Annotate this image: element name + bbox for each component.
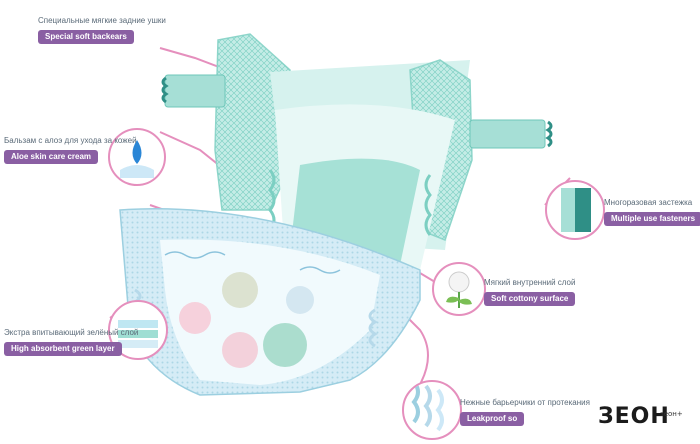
- leakproof-ru-label: Нежные барьерчики от протекания: [460, 398, 590, 407]
- logo-sub-text: зеон+: [660, 410, 683, 418]
- callout-fasteners: Многоразовая застежка Multiple use faste…: [604, 198, 700, 226]
- logo-main-text: ЗЕОН: [598, 404, 670, 429]
- backears-en-label: Special soft backears: [38, 30, 134, 44]
- aloe-drop-icon: [120, 140, 154, 178]
- green-layer-ru-label: Экстра впитывающий зелёный слой: [4, 328, 139, 337]
- fastener-icon: [561, 188, 591, 232]
- fastener-circle: [545, 180, 605, 240]
- callout-leakproof: Нежные барьерчики от протекания Leakproo…: [460, 398, 590, 426]
- leakproof-en-label: Leakproof so: [460, 412, 525, 426]
- green-layer-en-label: High absorbent green layer: [4, 342, 122, 356]
- aloe-circle: [108, 128, 166, 186]
- callout-cottony: Мягкий внутренний слой Soft cottony surf…: [484, 278, 575, 306]
- cotton-flower-icon: [446, 271, 472, 308]
- callout-green-layer: Экстра впитывающий зелёный слой High abs…: [4, 328, 138, 356]
- fasteners-en-label: Multiple use fasteners: [604, 212, 700, 226]
- callout-aloe: Бальзам с алоэ для ухода за кожей Aloe s…: [4, 136, 137, 164]
- aloe-en-label: Aloe skin care cream: [4, 150, 99, 164]
- leakproof-circle: [402, 380, 462, 440]
- diaper-front: [119, 208, 421, 396]
- cottony-ru-label: Мягкий внутренний слой: [484, 278, 576, 287]
- cottony-en-label: Soft cottony surface: [484, 292, 576, 306]
- fasteners-ru-label: Многоразовая застежка: [604, 198, 693, 207]
- layers-icon: [118, 320, 158, 348]
- aloe-ru-label: Бальзам с алоэ для ухода за кожей: [4, 136, 137, 145]
- callout-backears: Специальные мягкие задние ушки Special s…: [38, 16, 166, 44]
- backears-ru-label: Специальные мягкие задние ушки: [38, 16, 166, 25]
- cotton-circle: [432, 262, 486, 316]
- zeon-logo: ЗЕОН зеон+: [598, 404, 683, 429]
- barrier-icon: [411, 382, 444, 432]
